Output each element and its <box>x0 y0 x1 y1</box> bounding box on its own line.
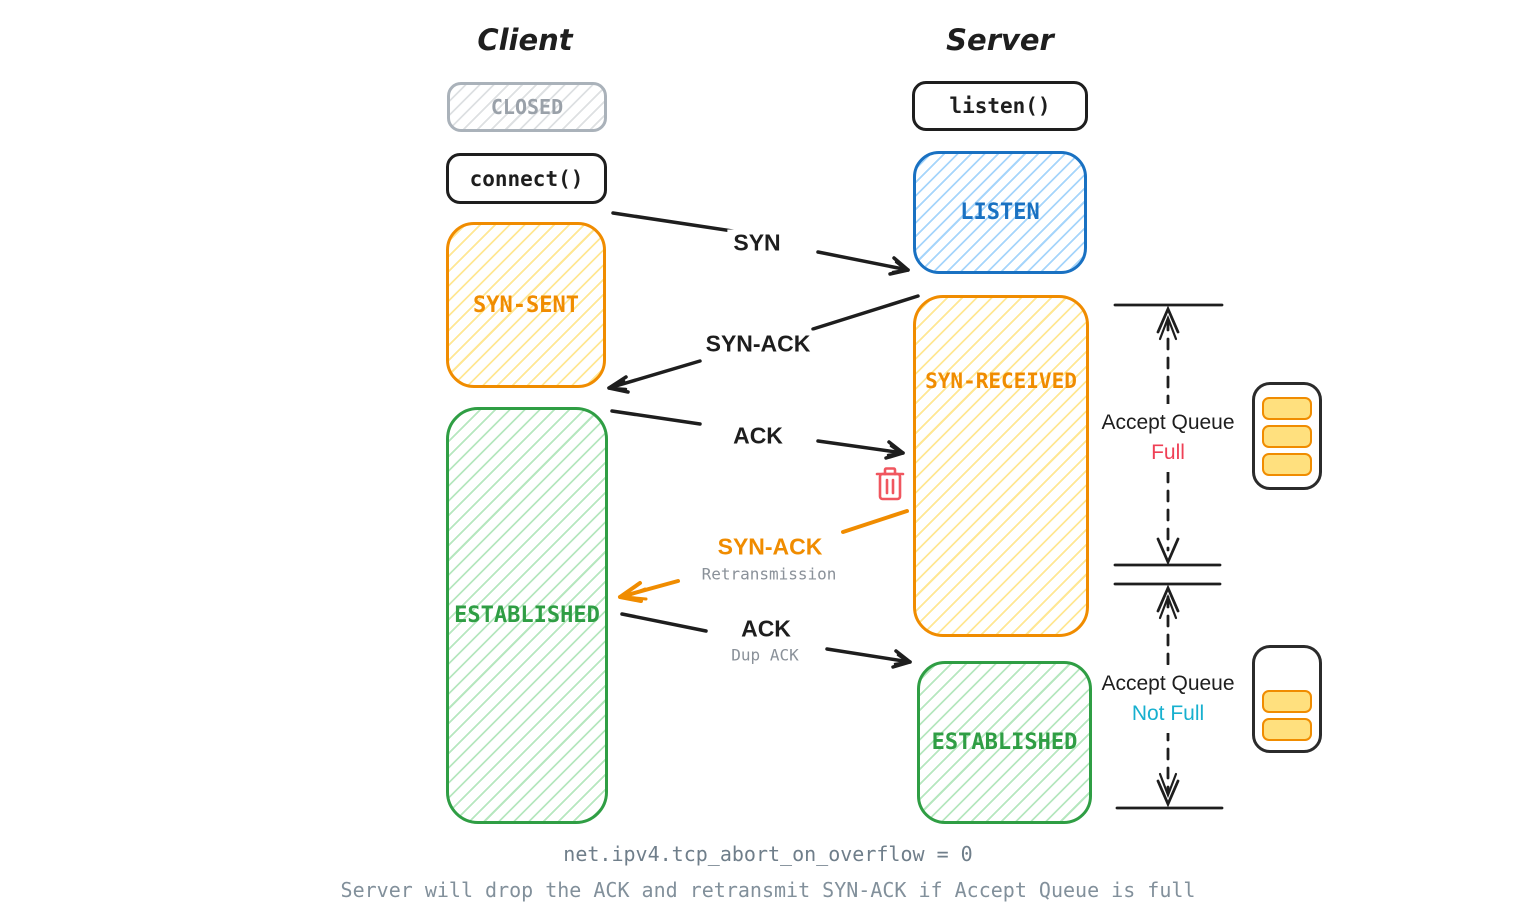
synack-arrow-line <box>811 294 920 331</box>
trash-icon <box>875 467 905 501</box>
ack-arrow-line2 <box>816 439 905 455</box>
client-closed-state-box: CLOSED <box>447 82 607 132</box>
dashed-arrow-2-head-up2 <box>1158 593 1178 620</box>
dupack-arrow-line <box>620 612 708 633</box>
dup-ack-message-label: ACK <box>735 615 797 643</box>
queue-slot <box>1262 452 1312 476</box>
dashed-arrow-1-head-down <box>1156 537 1180 566</box>
ack-arrow-line <box>610 409 702 426</box>
syn-message-label: SYN <box>727 229 787 257</box>
ack-arrowhead <box>884 440 905 460</box>
dashed-arrow-1-head-up <box>1156 305 1180 334</box>
server-syn-received-state-box: SYN-RECEIVED <box>913 295 1089 637</box>
dupack-arrowhead-inner <box>893 653 910 666</box>
sysctl-setting-text: net.ipv4.tcp_abort_on_overflow = 0 <box>563 842 973 866</box>
synack-arrow-line2 <box>607 359 702 390</box>
dupack-arrowhead <box>891 649 912 669</box>
ack-message-label: ACK <box>727 422 789 450</box>
synack-arrowhead-inner <box>609 379 628 391</box>
accept-queue-not-full-icon <box>1252 645 1322 753</box>
server-listen-call-box: listen() <box>912 81 1088 131</box>
synack-arrowhead <box>607 375 630 394</box>
dashed-arrow-2-head-down2 <box>1158 772 1178 799</box>
dashed-arrow-1-head-up2 <box>1158 314 1178 341</box>
accept-queue-full-icon <box>1252 382 1322 490</box>
server-established-label: ESTABLISHED <box>931 730 1078 755</box>
syn-received-label: SYN-RECEIVED <box>925 369 1077 393</box>
client-established-state-box: ESTABLISHED <box>446 407 608 824</box>
closed-label: CLOSED <box>490 95 564 119</box>
syn-arrow-line2 <box>816 250 910 272</box>
retrans-arrowhead <box>618 581 643 603</box>
queue-slot <box>1262 396 1312 420</box>
syn-sent-label: SYN-SENT <box>473 292 579 318</box>
listen-call-label: listen() <box>949 94 1051 118</box>
client-connect-call-box: connect() <box>446 153 607 204</box>
accept-queue-label: Accept Queue <box>1101 672 1235 695</box>
behavior-description-text: Server will drop the ACK and retransmit … <box>340 878 1196 902</box>
retrans-arrow-line <box>841 509 909 534</box>
dashed-arrow-2-head-up <box>1156 584 1180 613</box>
connect-label: connect() <box>469 166 584 191</box>
syn-ack-message-label: SYN-ACK <box>699 330 817 358</box>
accept-queue-label: Accept Queue <box>1101 411 1235 434</box>
client-established-label: ESTABLISHED <box>454 603 600 628</box>
syn-arrowhead <box>888 256 910 276</box>
server-established-state-box: ESTABLISHED <box>917 661 1092 824</box>
dup-ack-sub-label: Dup ACK <box>727 645 803 665</box>
client-syn-sent-state-box: SYN-SENT <box>446 222 606 388</box>
queue-slot <box>1262 718 1312 741</box>
server-listen-state-box: LISTEN <box>913 151 1087 274</box>
dashed-arrow-2-head-down <box>1156 779 1180 808</box>
retrans-arrowhead-inner <box>623 587 648 601</box>
accept-queue-full-note: Accept Queue Full <box>1095 404 1241 472</box>
syn-ack-retransmission-label: SYN-ACK <box>711 533 829 561</box>
server-title: Server <box>946 23 1054 57</box>
accept-queue-not-full-note: Accept Queue Not Full <box>1095 665 1241 733</box>
queue-slot <box>1262 690 1312 713</box>
listen-state-label: LISTEN <box>960 200 1040 225</box>
accept-queue-status-full: Full <box>1151 441 1185 464</box>
dupack-arrow-line2 <box>825 647 912 664</box>
syn-arrowhead-inner <box>891 260 908 274</box>
client-title: Client <box>477 23 573 57</box>
retransmission-sub-label: Retransmission <box>697 564 841 584</box>
accept-queue-status-not-full: Not Full <box>1131 702 1205 725</box>
queue-slot <box>1262 424 1312 448</box>
retrans-arrow-line2 <box>618 579 680 599</box>
ack-arrowhead-inner <box>886 444 903 457</box>
